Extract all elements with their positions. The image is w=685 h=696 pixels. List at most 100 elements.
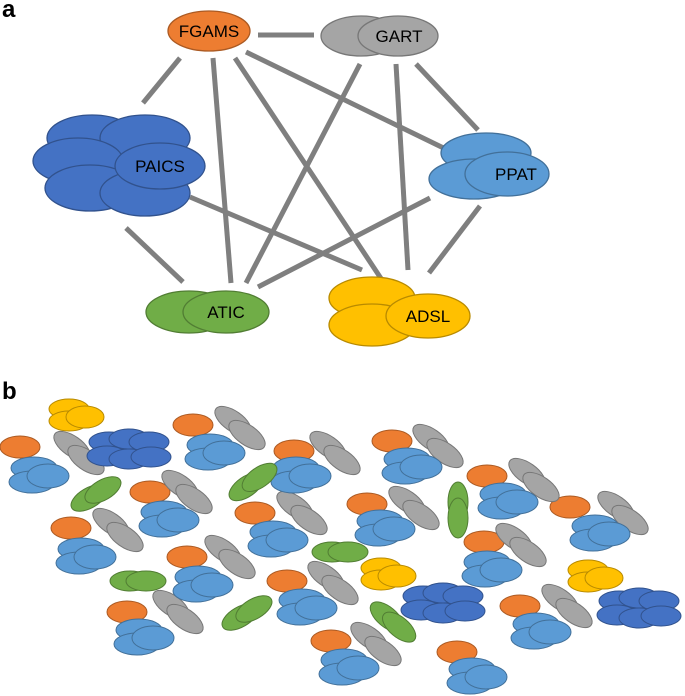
ppat-icon (461, 550, 523, 588)
gart-subunit (364, 635, 402, 667)
atic-subunit (235, 595, 273, 623)
ppat-subunit (288, 463, 332, 489)
ppat-icon (318, 648, 380, 686)
atic-subunit (241, 462, 278, 493)
atic-icon (311, 541, 369, 563)
edge-fgams-paics (141, 56, 182, 105)
ppat-icon (276, 588, 338, 626)
gart-icon (307, 560, 359, 606)
atic-icon (109, 570, 167, 592)
gart-subunit (166, 603, 204, 635)
edge-fgams-atic (210, 57, 234, 284)
adsl-subunit (65, 405, 105, 429)
ppat-subunit (202, 440, 246, 466)
ppat-icon (270, 456, 332, 494)
ppat-subunit (294, 595, 338, 621)
ppat-subunit (587, 521, 631, 547)
node-gart: GART (320, 15, 439, 57)
gart-icon (309, 430, 361, 476)
ppat-subunit (528, 619, 572, 645)
fgams-subunit (166, 545, 208, 569)
ppat-subunit (131, 625, 175, 651)
atic-icon (447, 481, 469, 539)
ppat-icon (113, 618, 175, 656)
adsl-icon (360, 557, 417, 591)
gart-subunit (555, 597, 593, 629)
gart-subunit (357, 15, 439, 57)
atic-icon (221, 595, 273, 631)
node-label-gart: GART (376, 27, 423, 46)
ppat-subunit (336, 655, 380, 681)
paics-subunit (130, 446, 172, 468)
gart-icon (161, 469, 213, 515)
edge-gart-ppat (414, 62, 480, 132)
gart-subunit (321, 574, 359, 606)
edge-gart-atic (243, 62, 363, 285)
edge-paics-atic (124, 226, 185, 284)
fgams-icon (50, 516, 92, 540)
gart-subunit (228, 419, 266, 451)
paics-subunit (114, 142, 206, 190)
ppat-icon (184, 433, 246, 471)
ppat-subunit (464, 151, 550, 197)
gart-subunit (290, 504, 328, 536)
gart-subunit (106, 521, 144, 553)
ppat-icon (247, 520, 309, 558)
adsl-subunit (584, 566, 624, 590)
fgams-icon (129, 480, 171, 504)
network-nodes: FGAMS GART PAICS PPAT ATI (32, 10, 550, 347)
panel-label-a: a (2, 0, 16, 23)
ppat-subunit (495, 489, 539, 515)
ppat-icon (569, 514, 631, 552)
node-fgams: FGAMS (167, 10, 251, 52)
gart-icon (412, 423, 464, 469)
node-label-fgams: FGAMS (179, 22, 239, 41)
atic-subunit (327, 541, 369, 563)
edge-gart-adsl (393, 63, 411, 271)
gart-subunit (402, 499, 440, 531)
ppat-icon (446, 657, 508, 695)
gart-icon (204, 534, 256, 580)
atic-subunit (84, 476, 122, 504)
ppat-subunit (464, 664, 508, 690)
edge-ppat-adsl (427, 204, 482, 275)
paics-subunit (640, 605, 682, 627)
ppat-icon (381, 447, 443, 485)
atic-icon (70, 476, 122, 512)
gart-icon (597, 490, 649, 536)
fgams-icon (549, 495, 591, 519)
edge-ppat-atic (256, 195, 432, 290)
edge-paics-adsl (189, 194, 363, 273)
edge-fgams-ppat (244, 49, 462, 159)
adsl-icon (48, 398, 105, 432)
fgams-subunit (0, 435, 41, 459)
fgams-subunit (50, 516, 92, 540)
node-adsl: ADSL (328, 276, 471, 347)
fgams-subunit (549, 495, 591, 519)
fgams-subunit (167, 10, 251, 52)
atic-icon (228, 462, 278, 502)
ppat-icon (55, 537, 117, 575)
network-edges (124, 32, 482, 290)
adsl-subunit (385, 293, 471, 339)
gart-subunit (509, 536, 547, 568)
ppat-subunit (372, 516, 416, 542)
paics-icon (86, 428, 172, 470)
ppat-subunit (190, 572, 234, 598)
ppat-subunit (265, 527, 309, 553)
gart-icon (495, 522, 547, 568)
ppat-subunit (73, 544, 117, 570)
ppat-subunit (399, 454, 443, 480)
gart-icon (508, 457, 560, 503)
ppat-icon (354, 509, 416, 547)
atic-icon (369, 601, 417, 643)
gart-subunit (218, 548, 256, 580)
node-paics: PAICS (32, 114, 206, 217)
gart-icon (276, 490, 328, 536)
fgams-subunit (172, 413, 214, 437)
fgams-icon (234, 501, 276, 525)
gart-subunit (323, 444, 361, 476)
node-label-ppat: PPAT (495, 165, 537, 184)
atic-subunit (447, 497, 469, 539)
